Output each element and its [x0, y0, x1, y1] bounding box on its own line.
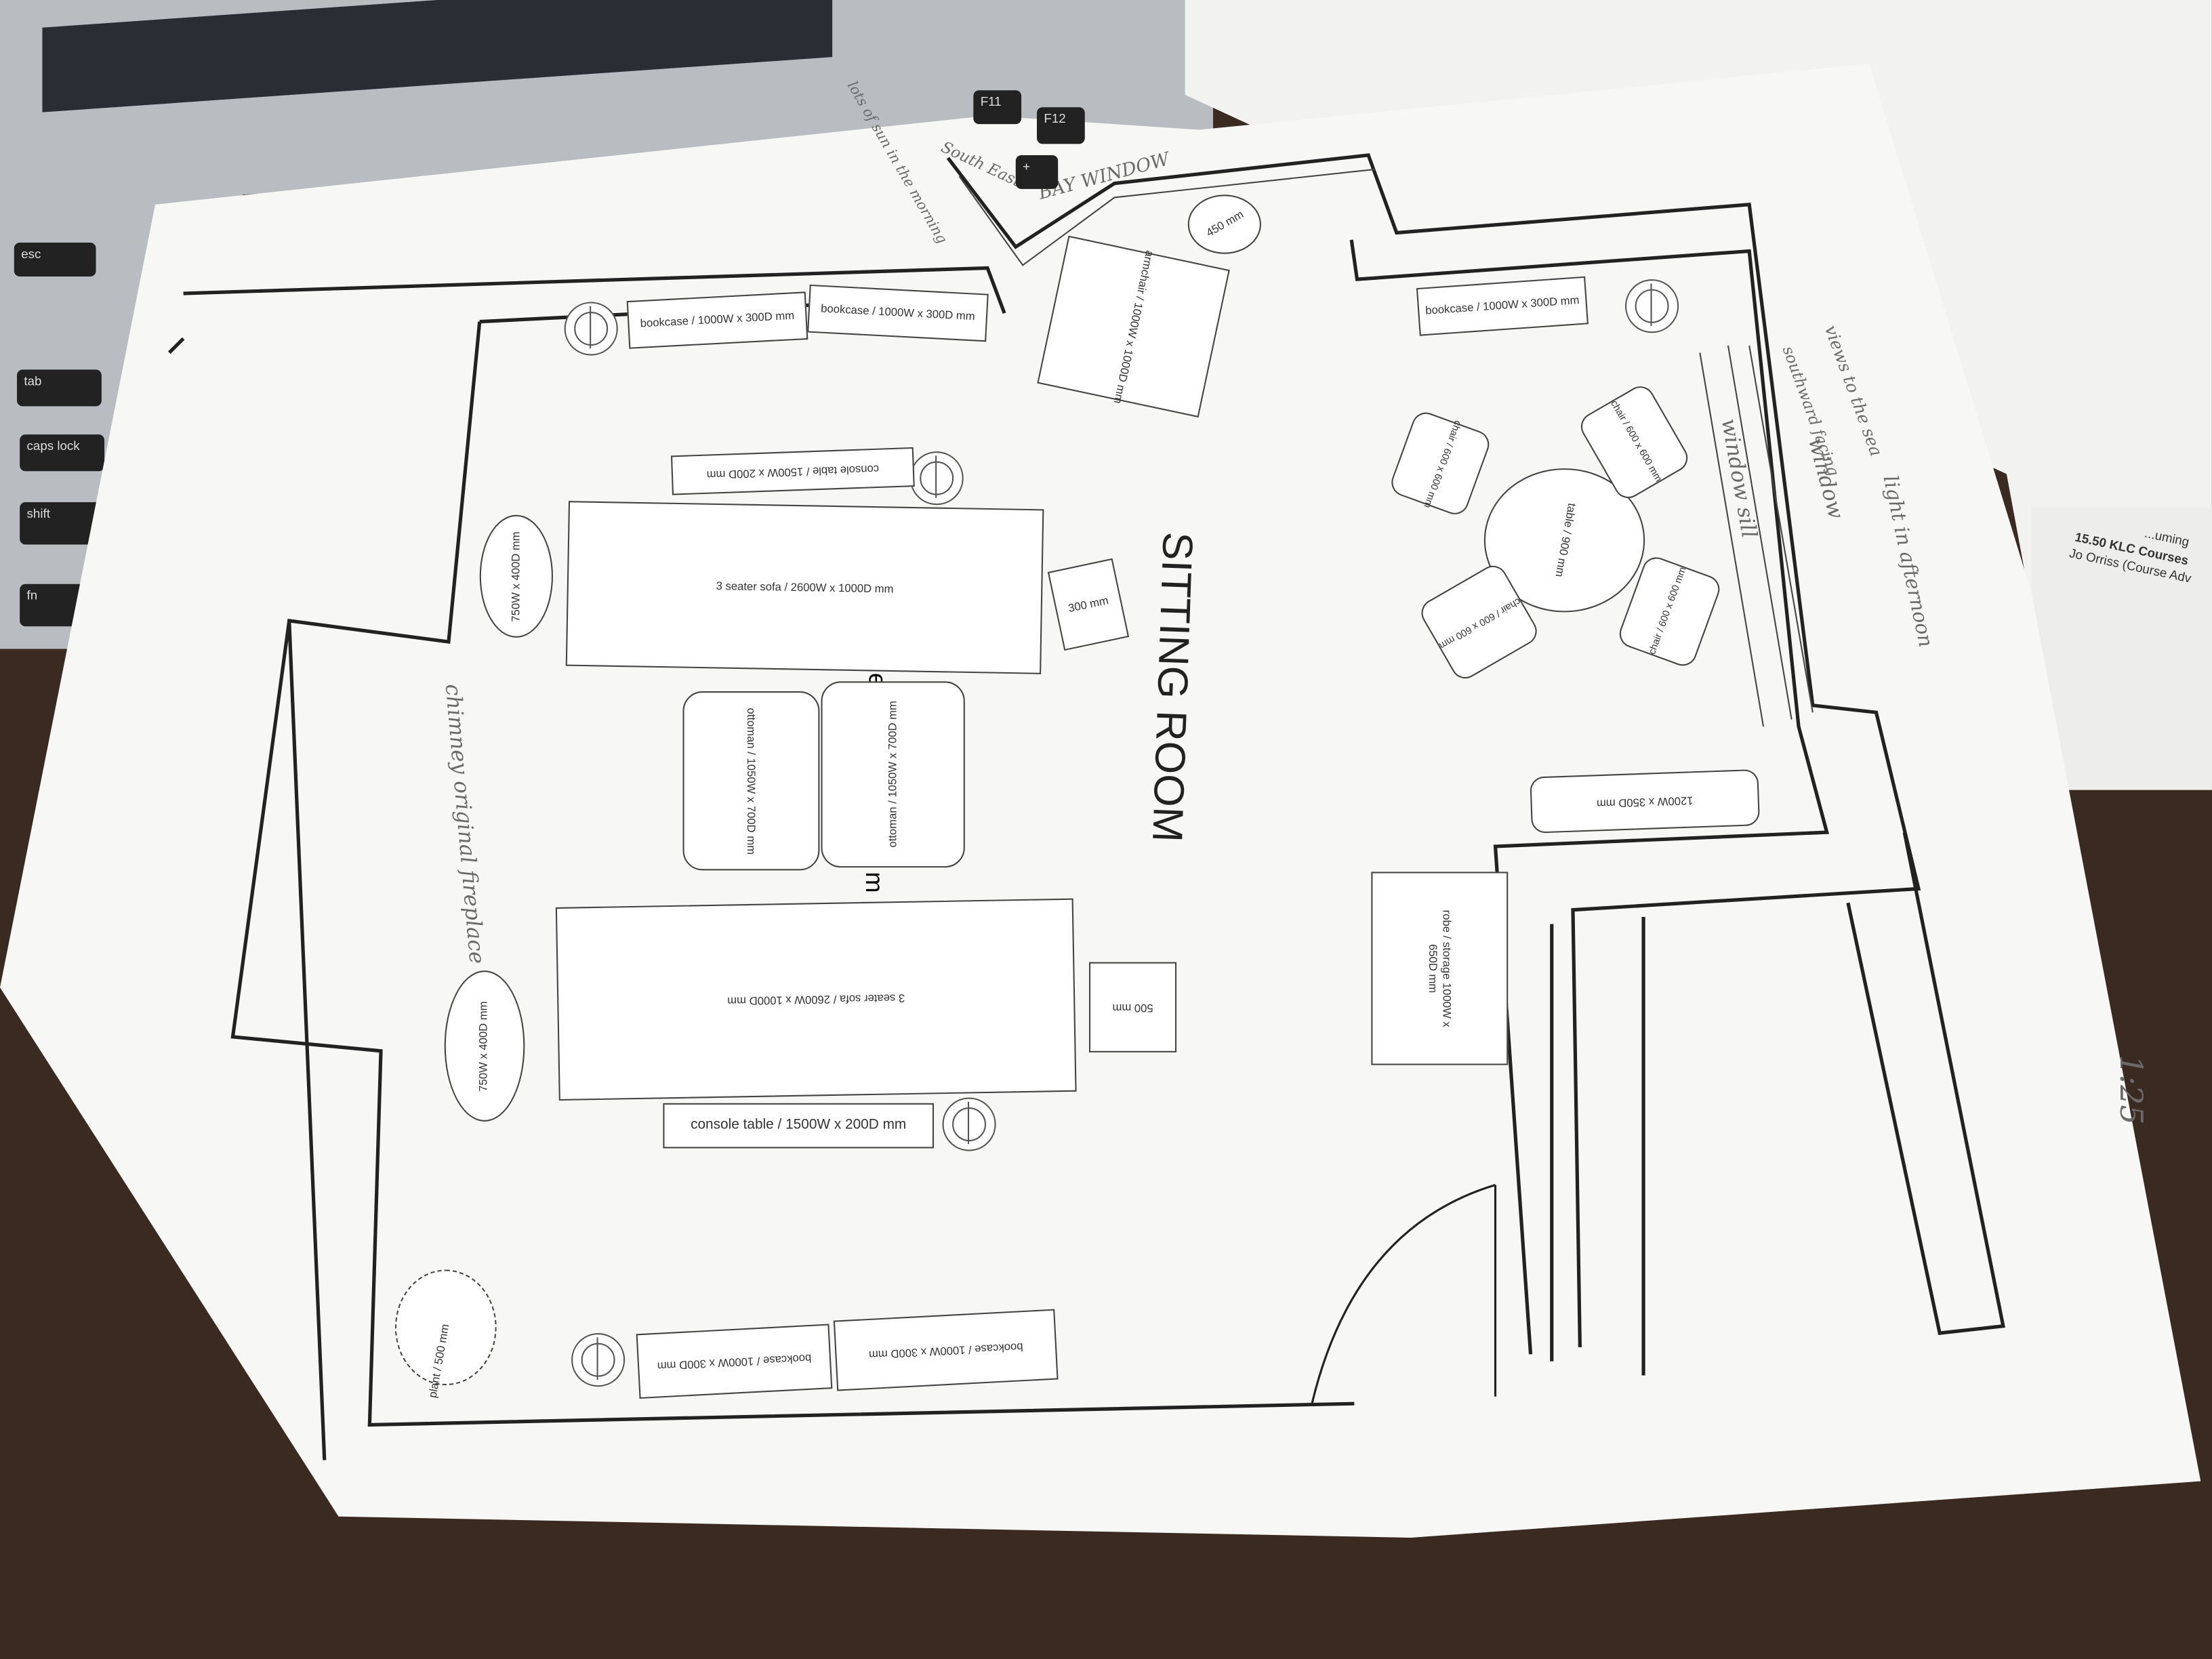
lamp-icon: [1625, 279, 1679, 333]
console-label: console table / 1500W x 200D mm: [706, 462, 880, 481]
plant-icon: [394, 1269, 497, 1386]
bookcase-label: bookcase / 1000W x 300D mm: [820, 302, 976, 323]
bookcase-label: bookcase / 1000W x 300D mm: [1425, 293, 1580, 318]
sofa-bottom: 3 seater sofa / 2600W x 1000D mm: [555, 898, 1077, 1101]
lamp-icon: [564, 302, 618, 356]
bench-label: 1200W x 350D mm: [1596, 794, 1694, 810]
robe-label: robe / storage 1000W x 650D mm: [1427, 909, 1454, 1027]
bench: 1200W x 350D mm: [1530, 769, 1761, 834]
key-f12: F12: [1036, 107, 1085, 144]
console-label: console table / 1500W x 200D mm: [691, 1117, 907, 1133]
ottoman-label: ottoman / 1050W x 700D mm: [745, 707, 758, 855]
oval-table-top: 750W x 400D mm: [479, 514, 553, 638]
key-f11: F11: [973, 90, 1022, 125]
bookcase-bottom-2: bookcase / 1000W x 300D mm: [833, 1309, 1059, 1391]
bookcase-label: bookcase / 1000W x 300D mm: [657, 1351, 812, 1372]
side-table-label: 450 mm: [1203, 208, 1246, 240]
bookcase-top-2: bookcase / 1000W x 300D mm: [807, 284, 989, 342]
ottoman-right: ottoman / 1050W x 700D mm: [821, 681, 965, 868]
key-tab: tab: [16, 369, 102, 407]
sofa-label: 3 seater sofa / 2600W x 1000D mm: [716, 579, 894, 596]
oval-label: 750W x 400D mm: [509, 531, 523, 621]
stool-500: 500 mm: [1088, 962, 1177, 1052]
bookcase-label: bookcase / 1000W x 300D mm: [868, 1340, 1023, 1361]
lamp-icon: [909, 451, 964, 506]
chair-label: chair / 600 x 600 mm: [1420, 418, 1462, 509]
armchair-label: armchair / 1000W x 1000D mm: [1111, 249, 1157, 405]
stool-label: 500 mm: [1112, 1001, 1153, 1015]
oval-table-bottom: 750W x 400D mm: [444, 970, 525, 1122]
key-esc: esc: [14, 243, 96, 276]
bookcase-label: bookcase / 1000W x 300D mm: [640, 309, 795, 331]
console-table-top: console table / 1500W x 200D mm: [670, 447, 915, 495]
oval-label: 750W x 400D mm: [478, 1000, 491, 1092]
side-table: 450 mm: [1187, 194, 1261, 254]
table-label: table / 900 mm: [1552, 502, 1578, 579]
lamp-icon: [942, 1097, 996, 1151]
stool-label: 300 mm: [1067, 593, 1110, 615]
robe-storage: robe / storage 1000W x 650D mm: [1371, 872, 1509, 1065]
title-fragment-m: m: [860, 872, 889, 893]
scale-note: 1:25: [2112, 1054, 2148, 1125]
ottoman-label: ottoman / 1050W x 700D mm: [886, 701, 899, 848]
key-plus: +: [1015, 155, 1059, 189]
sofa-top: 3 seater sofa / 2600W x 1000D mm: [565, 501, 1044, 674]
chair-label: chair / 600 x 600 mm: [1607, 399, 1663, 485]
chair-label: chair / 600 x 600 mm: [1437, 595, 1522, 651]
ottoman-left: ottoman / 1050W x 700D mm: [682, 691, 820, 871]
chair-label: chair / 600 x 600 mm: [1648, 566, 1689, 657]
bookcase-top-1: bookcase / 1000W x 300D mm: [626, 291, 808, 349]
key-caps-lock: caps lock: [20, 434, 105, 472]
side-paper-note: [2031, 508, 2212, 790]
sofa-label: 3 seater sofa / 2600W x 1000D mm: [727, 991, 905, 1008]
console-table-bottom: console table / 1500W x 200D mm: [663, 1103, 935, 1149]
bookcase-bottom-1: bookcase / 1000W x 300D mm: [636, 1324, 833, 1399]
lamp-icon: [571, 1333, 626, 1387]
